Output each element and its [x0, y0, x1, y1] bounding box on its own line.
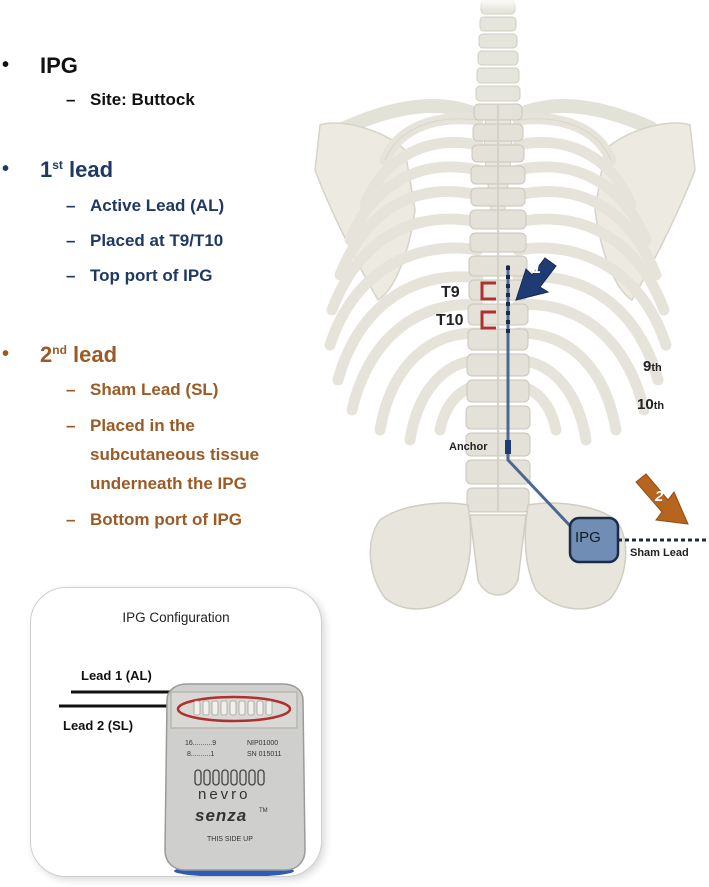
dash-lead2-5: – [66, 510, 76, 529]
label-rib-9: 9th [643, 358, 662, 375]
label-t10: T10 [436, 312, 464, 329]
config-lead1-label: Lead 1 (AL) [81, 668, 152, 683]
config-title: IPG Configuration [122, 610, 230, 625]
ipg-configuration-box: IPG Configuration Lead 1 (AL) Lead 2 (SL… [30, 587, 322, 877]
ipg-box [568, 516, 620, 564]
label-t9: T9 [441, 284, 460, 301]
arrow-2-label: 2 [655, 488, 664, 505]
bullet-lead1: • [2, 158, 10, 180]
label-anchor: Anchor [449, 441, 488, 453]
lead1-heading: 1st lead [40, 157, 114, 182]
dash-lead2-1: – [66, 380, 76, 399]
lead1-sub-1: Active Lead (AL) [90, 196, 225, 215]
vertebra-brackets [480, 281, 496, 330]
lead2-sub-2: Placed in the [90, 416, 195, 435]
lead1-sub-2: Placed at T9/T10 [90, 231, 224, 250]
skeleton-diagram [305, 0, 709, 630]
dash-lead2-2: – [66, 416, 76, 435]
dash-lead1-2: – [66, 231, 76, 250]
bullet-ipg: • [2, 54, 10, 76]
device-brand: nevro [198, 786, 251, 803]
scapula-right [594, 122, 696, 302]
lead1-sub-3: Top port of IPG [90, 266, 213, 285]
ipg-site-text: Site: Buttock [90, 90, 195, 109]
lead2-sub-3: subcutaneous tissue [90, 445, 260, 464]
ribs [324, 113, 672, 446]
ipg-device-illustration [59, 683, 306, 876]
device-row2b: SN 015011 [247, 751, 282, 758]
dash-lead1-3: – [66, 266, 76, 285]
lead2-sub-1: Sham Lead (SL) [90, 380, 219, 399]
label-ipg: IPG [575, 529, 601, 546]
lead2-sub-4: underneath the IPG [90, 474, 247, 493]
ipg-heading: IPG [40, 53, 78, 78]
dash-lead1-1: – [66, 196, 76, 215]
arrow-2 [635, 473, 689, 525]
label-sham-lead: Sham Lead [630, 547, 689, 559]
lead2-heading: 2nd lead [40, 342, 118, 367]
device-model: senza [195, 806, 248, 825]
dash-ipg-site: – [66, 90, 76, 109]
arrow-1-label: 1 [532, 260, 541, 277]
lead2-sub-5: Bottom port of IPG [90, 510, 243, 529]
device-row1b: NIP01000 [247, 740, 279, 747]
label-rib-10: 10th [637, 396, 665, 413]
device-row1: 16..........9 [185, 740, 217, 747]
device-row2: 8..........1 [187, 751, 215, 758]
device-side-label: THIS SIDE UP [207, 836, 253, 843]
bullet-lead2: • [2, 343, 10, 365]
arrow-1 [515, 257, 557, 301]
active-lead [505, 265, 576, 532]
device-trademark: TM [259, 808, 268, 814]
config-lead2-label: Lead 2 (SL) [63, 718, 134, 733]
